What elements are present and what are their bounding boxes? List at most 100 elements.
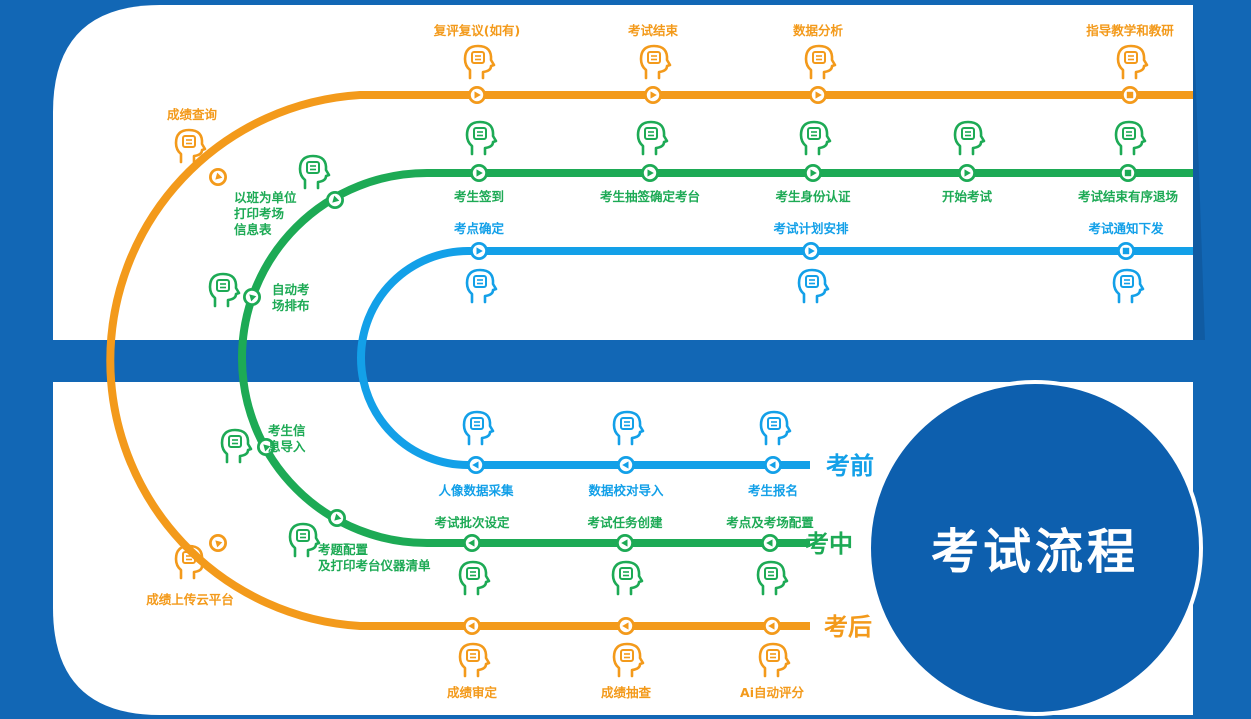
label-line: 息导入 (268, 439, 306, 454)
stop-label-during-upper-3: 开始考试 (942, 189, 993, 204)
stop-label-during-lower-0: 考试批次设定 (434, 515, 510, 530)
stop-label-before-upper-2: 考试通知下发 (1088, 221, 1164, 236)
stop-label-before-lower-2: 考生报名 (748, 483, 798, 498)
stop-before-lower-1 (617, 456, 635, 474)
stop-before-upper-1 (802, 242, 820, 260)
stop-during-left-2 (243, 288, 261, 306)
head-circuit-icon (611, 560, 644, 596)
stop-after-left-0 (209, 534, 227, 552)
stop-label-after-upper-3: 指导教学和教研 (1086, 23, 1174, 38)
label-line: 考试结束 (628, 23, 679, 38)
label-line: 数据分析 (792, 23, 844, 38)
label-line: 成绩查询 (167, 107, 218, 122)
label-line: 成绩抽查 (601, 685, 652, 700)
head-smile-icon (465, 268, 498, 304)
stops-layer: 人像数据采集数据校对导入考生报名考点确定考试计划安排考试通知下发考试批次设定考试… (146, 23, 1178, 700)
head-test-icon (953, 120, 986, 156)
stop-label-after-lower-2: Ai自动评分 (740, 685, 804, 700)
direction-arrow-icon (468, 622, 475, 630)
title-circle (867, 380, 1203, 716)
head-leaf-icon (220, 428, 253, 464)
label-line: 信息表 (234, 222, 272, 237)
stop-after-lower-0 (463, 617, 481, 635)
label-line: 考点确定 (454, 221, 505, 236)
stop-before-lower-2 (764, 456, 782, 474)
stop-label-during-upper-2: 考生身份认证 (775, 189, 851, 204)
direction-arrow-icon (215, 540, 223, 548)
before-route-line (357, 247, 1193, 469)
direction-arrow-icon (964, 169, 971, 177)
stop-before-lower-0 (467, 456, 485, 474)
head-gear-icon (612, 410, 645, 446)
direction-arrow-icon (476, 247, 483, 255)
direction-arrow-icon (263, 444, 271, 452)
stop-during-upper-0 (470, 164, 488, 182)
head-plug-icon (756, 560, 789, 596)
direction-arrow-icon (766, 539, 773, 547)
direction-arrow-icon (476, 169, 483, 177)
head-list-icon (797, 268, 830, 304)
stop-before-upper-2 (1117, 242, 1135, 260)
direction-arrow-icon (622, 622, 629, 630)
head-puzzle-icon (463, 44, 496, 80)
phase-label-during: 考中 (805, 530, 853, 558)
head-bars-icon (804, 44, 837, 80)
direction-arrow-icon (810, 169, 817, 177)
label-line: 复评复议(如有) (433, 23, 520, 38)
direction-arrow-icon (474, 91, 481, 99)
direction-arrow-icon (647, 169, 654, 177)
direction-arrow-icon (472, 461, 479, 469)
page-title: 考试流程 (931, 524, 1139, 580)
direction-arrow-icon (769, 461, 776, 469)
stop-during-upper-3 (958, 164, 976, 182)
during-route-line (238, 169, 1193, 547)
label-line: 考生身份认证 (775, 189, 851, 204)
label-line: 成绩审定 (447, 685, 498, 700)
head-id-icon (799, 120, 832, 156)
head-mail-icon (1112, 268, 1145, 304)
head-chart-icon (458, 642, 491, 678)
stop-label-during-lower-1: 考试任务创建 (587, 515, 663, 530)
stop-during-upper-4 (1119, 164, 1137, 182)
label-line: Ai自动评分 (740, 685, 804, 700)
stop-label-after-upper-0: 复评复议(如有) (433, 23, 520, 38)
stop-after-lower-2 (763, 617, 781, 635)
label-line: 考生报名 (748, 483, 798, 498)
label-line: 开始考试 (942, 189, 993, 204)
stop-label-after-left-0: 成绩上传云平台 (146, 592, 234, 607)
label-line: 考生抽签确定考台 (600, 189, 700, 204)
stop-during-left-0 (328, 509, 346, 527)
stop-after-lower-1 (617, 617, 635, 635)
stop-during-lower-2 (761, 534, 779, 552)
label-line: 数据校对导入 (587, 483, 664, 498)
stop-during-upper-1 (641, 164, 659, 182)
head-globe-icon (462, 410, 495, 446)
label-line: 考试通知下发 (1088, 221, 1164, 236)
direction-arrow-icon (468, 539, 475, 547)
stop-during-upper-2 (804, 164, 822, 182)
label-line: 打印考场 (234, 206, 284, 221)
stop-after-left-1 (209, 168, 227, 186)
phase-label-before: 考前 (826, 452, 874, 480)
stop-label-during-left-0: 考题配置及打印考台仪器清单 (318, 542, 431, 573)
direction-arrow-icon (808, 247, 815, 255)
top-panel-shadow (1193, 5, 1205, 340)
label-line: 人像数据采集 (438, 483, 514, 498)
head-people-icon (1114, 120, 1147, 156)
stop-label-before-upper-1: 考试计划安排 (773, 221, 849, 236)
stop-after-upper-0 (468, 86, 486, 104)
stop-label-before-lower-0: 人像数据采集 (438, 483, 514, 498)
head-paper-icon (758, 642, 791, 678)
head-printer-icon (298, 154, 331, 190)
stop-before-upper-0 (470, 242, 488, 260)
head-check-icon (639, 44, 672, 80)
end-square-icon (1124, 169, 1132, 177)
stop-label-before-lower-1: 数据校对导入 (587, 483, 664, 498)
label-line: 场排布 (272, 298, 310, 313)
head-target-icon (636, 120, 669, 156)
direction-arrow-icon (249, 294, 257, 302)
label-line: 考生信 (268, 423, 306, 438)
stop-label-during-lower-2: 考点及考场配置 (726, 515, 814, 530)
label-line: 考试批次设定 (434, 515, 510, 530)
head-badge-icon (465, 120, 498, 156)
